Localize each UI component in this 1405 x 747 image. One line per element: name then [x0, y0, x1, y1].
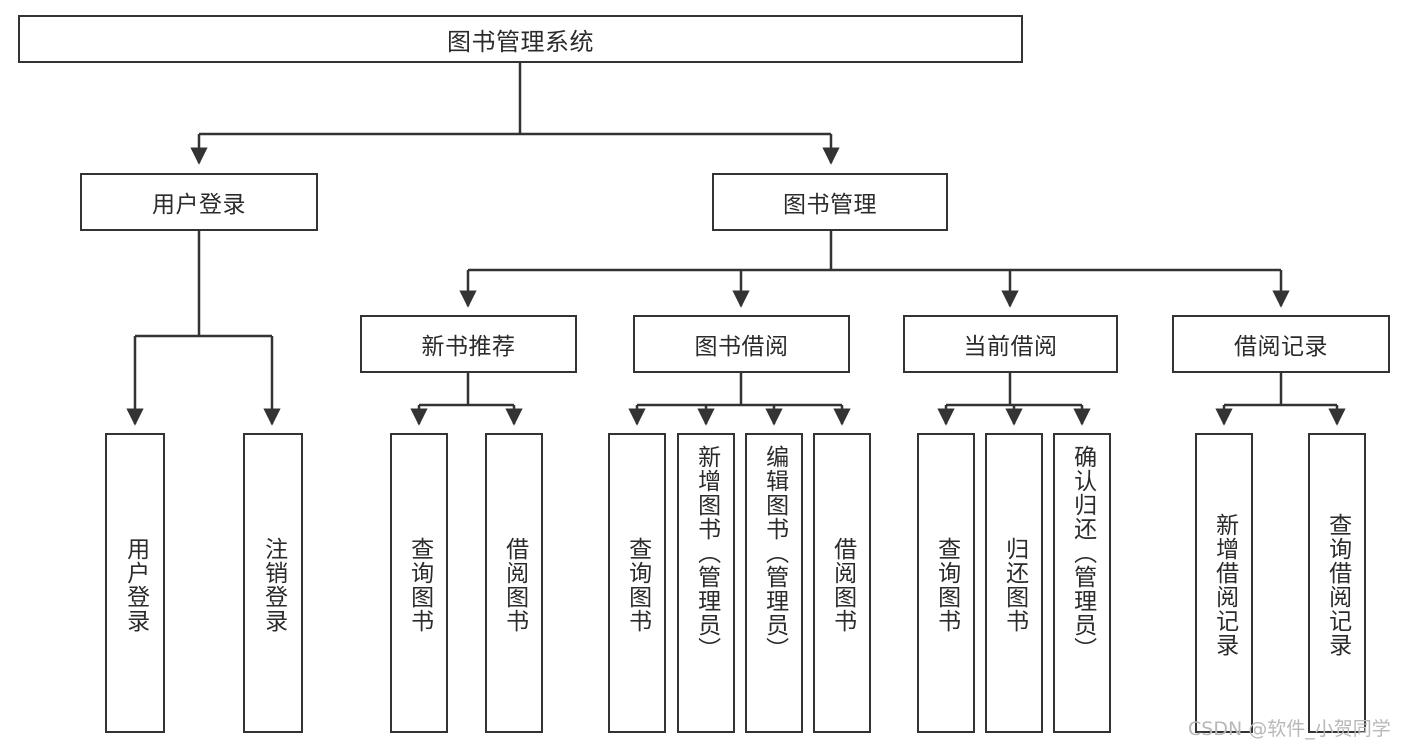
node-book-management-system[interactable]: 图书管理系统: [18, 15, 1023, 63]
node-borrow-record[interactable]: 借阅记录: [1172, 315, 1390, 373]
watermark-text: CSDN @软件_小贺同学: [1188, 718, 1391, 740]
node-label: 用户登录: [122, 537, 149, 633]
leaf-text-wrap: 编辑图书（管理员）: [747, 439, 801, 731]
leaf-text-wrap: 查询借阅记录: [1310, 439, 1364, 731]
leaf-text-wrap: 归还图书: [987, 439, 1041, 731]
leaf-text-wrap: 确认归还（管理员）: [1055, 439, 1109, 731]
leaf-text-wrap: 新增借阅记录: [1197, 439, 1251, 731]
leaf-text-wrap: 查询图书: [610, 439, 664, 731]
node-leaf-user-login[interactable]: 用户登录: [105, 433, 165, 733]
leaf-text-wrap: 用户登录: [107, 439, 163, 731]
node-leaf-borrow-book-2[interactable]: 借阅图书: [813, 433, 871, 733]
leaf-text-wrap: 新增图书（管理员）: [679, 439, 733, 731]
node-label: 查询借阅记录: [1324, 513, 1351, 657]
leaf-text-wrap: 注销登录: [245, 439, 301, 731]
node-label: 用户登录: [152, 192, 246, 218]
node-leaf-edit-book[interactable]: 编辑图书（管理员）: [745, 433, 803, 733]
node-book-management[interactable]: 图书管理: [712, 173, 948, 231]
node-user-login[interactable]: 用户登录: [80, 173, 318, 231]
leaf-text-wrap: 借阅图书: [487, 439, 541, 731]
node-label: 确认归还（管理员）: [1069, 445, 1096, 661]
node-label: 借阅图书: [501, 537, 528, 633]
node-leaf-confirm-return[interactable]: 确认归还（管理员）: [1053, 433, 1111, 733]
node-leaf-query-book-2[interactable]: 查询图书: [608, 433, 666, 733]
node-label: 注销登录: [260, 537, 287, 633]
node-label: 图书管理: [783, 192, 877, 218]
node-label: 借阅图书: [829, 537, 856, 633]
node-label: 查询图书: [406, 537, 433, 633]
node-label: 编辑图书（管理员）: [761, 445, 788, 661]
node-label: 图书借阅: [694, 334, 789, 360]
node-leaf-query-record[interactable]: 查询借阅记录: [1308, 433, 1366, 733]
leaf-text-wrap: 借阅图书: [815, 439, 869, 731]
node-label: 查询图书: [933, 537, 960, 633]
node-label: 归还图书: [1001, 537, 1028, 633]
node-leaf-logout-login[interactable]: 注销登录: [243, 433, 303, 733]
leaf-text-wrap: 查询图书: [919, 439, 973, 731]
node-current-borrow[interactable]: 当前借阅: [903, 315, 1118, 373]
node-leaf-query-book-1[interactable]: 查询图书: [390, 433, 448, 733]
node-label: 新增借阅记录: [1211, 513, 1238, 657]
node-leaf-add-book[interactable]: 新增图书（管理员）: [677, 433, 735, 733]
node-leaf-add-record[interactable]: 新增借阅记录: [1195, 433, 1253, 733]
node-label: 借阅记录: [1234, 334, 1328, 360]
node-label: 新书推荐: [421, 334, 516, 360]
node-label: 查询图书: [624, 537, 651, 633]
node-label: 图书管理系统: [447, 27, 594, 56]
node-book-borrow[interactable]: 图书借阅: [633, 315, 850, 373]
node-label: 当前借阅: [963, 334, 1058, 360]
node-leaf-return-book[interactable]: 归还图书: [985, 433, 1043, 733]
node-leaf-query-book-3[interactable]: 查询图书: [917, 433, 975, 733]
leaf-text-wrap: 查询图书: [392, 439, 446, 731]
node-new-book-recommend[interactable]: 新书推荐: [360, 315, 577, 373]
node-label: 新增图书（管理员）: [693, 445, 720, 661]
node-leaf-borrow-book-1[interactable]: 借阅图书: [485, 433, 543, 733]
